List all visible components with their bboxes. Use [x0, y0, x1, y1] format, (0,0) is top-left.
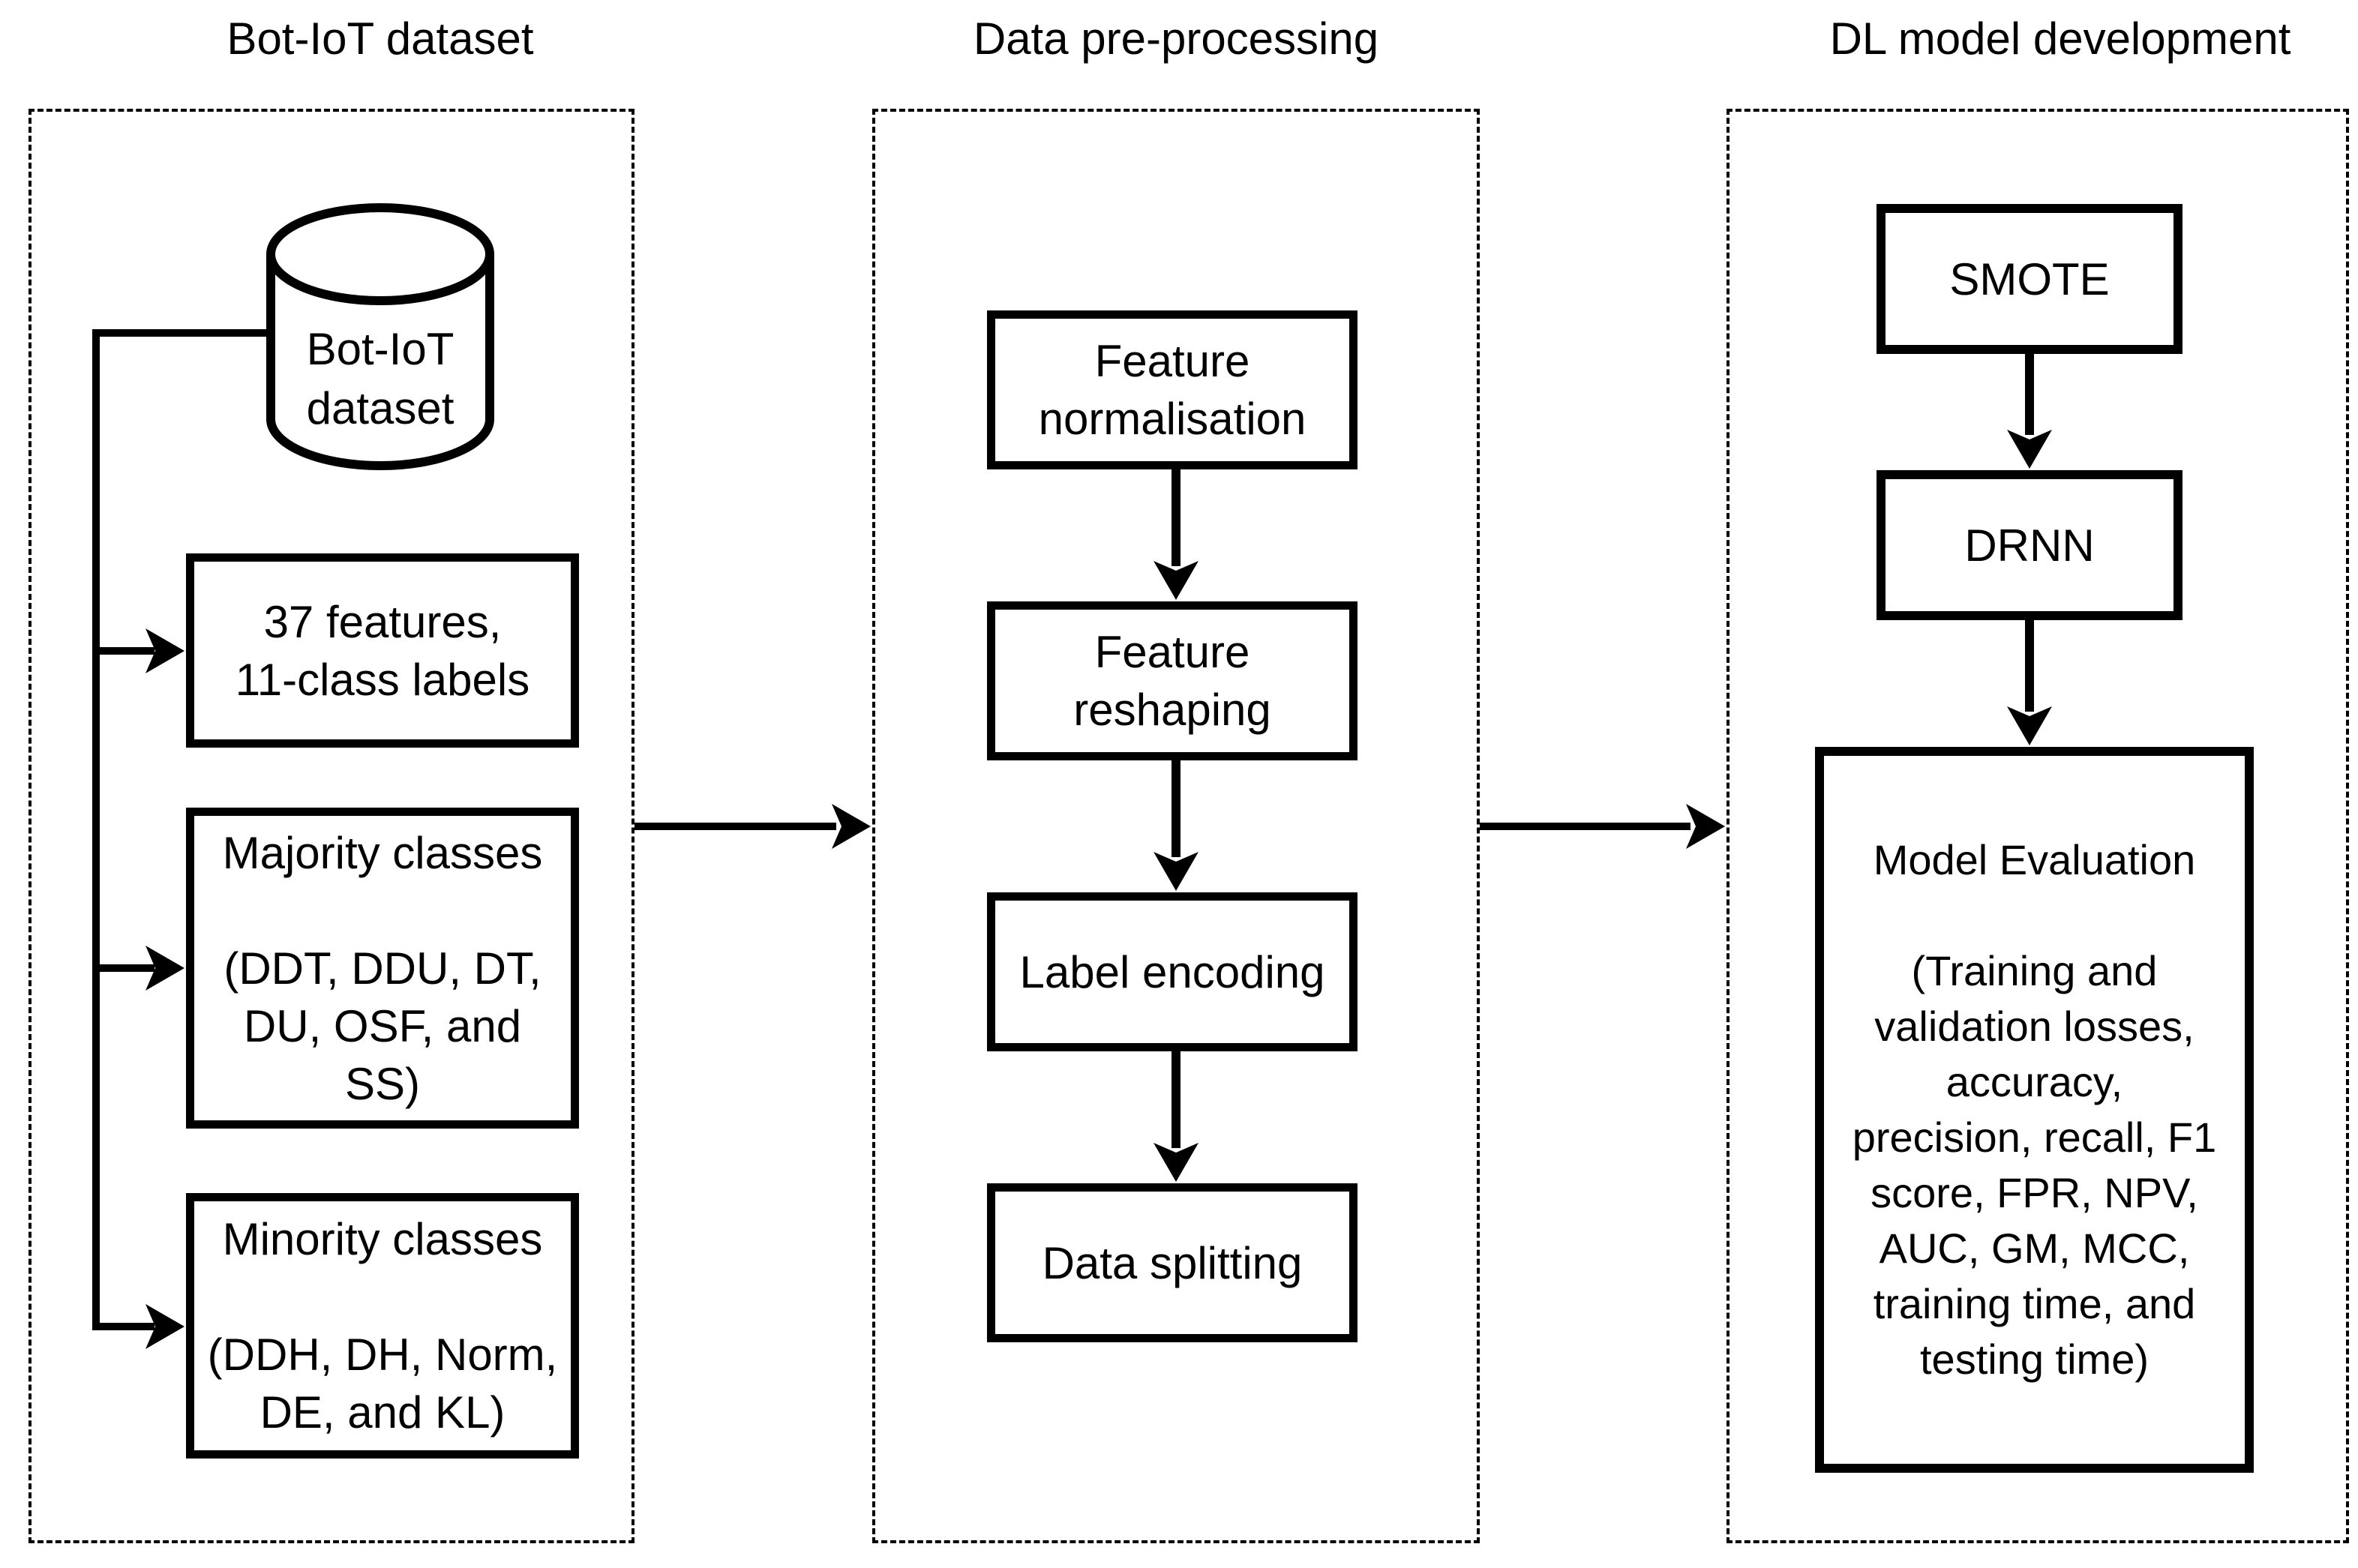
majority-box-title: Majority classes: [222, 827, 543, 878]
majority-box-detail2: DU, OSF, and: [243, 1000, 522, 1051]
majority-box-detail1: (DDT, DDU, DT,: [224, 943, 542, 994]
label-encoding-box: Label encoding: [987, 892, 1358, 1051]
arrowhead-evaluation: [2007, 706, 2052, 745]
database-cylinder-body: [266, 254, 494, 470]
drnn-label: DRNN: [1964, 520, 2095, 571]
arrowhead-minority: [146, 1304, 184, 1349]
model-evaluation-line7: training time, and: [1873, 1280, 2196, 1327]
stage-container-dataset: [28, 109, 634, 1543]
model-evaluation-line8: testing time): [1920, 1336, 2149, 1383]
drnn-box: DRNN: [1876, 470, 2182, 620]
column-title-dataset: Bot-IoT dataset: [226, 13, 534, 64]
data-splitting-box: Data splitting: [987, 1183, 1358, 1342]
arrowhead-reshaping: [1154, 561, 1198, 600]
model-evaluation-line1: (Training and: [1911, 947, 2158, 994]
smote-box: SMOTE: [1876, 204, 2182, 354]
stage-container-model: [1726, 109, 2349, 1543]
model-evaluation-line6: AUC, GM, MCC,: [1879, 1225, 2190, 1272]
feature-normalisation-line1: Feature: [1094, 336, 1250, 386]
feature-normalisation-box: Feature normalisation: [987, 310, 1358, 469]
cylinder-label-line2: dataset: [306, 383, 454, 433]
column-title-preprocessing: Data pre-processing: [973, 13, 1379, 64]
column-title-model: DL model development: [1829, 13, 2291, 64]
model-evaluation-title: Model Evaluation: [1873, 836, 2196, 883]
feature-reshaping-line2: reshaping: [1073, 685, 1271, 735]
majority-box-detail3: SS): [344, 1058, 421, 1109]
features-box: 37 features, 11-class labels: [186, 553, 579, 748]
model-evaluation-line4: precision, recall, F1: [1852, 1114, 2217, 1161]
database-cylinder-top: [266, 203, 494, 305]
minority-classes-box: Minority classes (DDH, DH, Norm, DE, and…: [186, 1193, 579, 1459]
arrowhead-to-model: [1686, 804, 1725, 849]
smote-label: SMOTE: [1949, 253, 2110, 304]
arrowhead-features: [146, 628, 184, 673]
label-encoding-line1: Label encoding: [1019, 946, 1325, 997]
arrowhead-drnn: [2007, 430, 2052, 469]
minority-box-title: Minority classes: [222, 1214, 543, 1264]
model-evaluation-line5: score, FPR, NPV,: [1870, 1169, 2198, 1216]
arrowhead-splitting: [1154, 1143, 1198, 1182]
arrowhead-majority: [146, 946, 184, 991]
arrowhead-encoding: [1154, 852, 1198, 891]
model-evaluation-line2: validation losses,: [1874, 1003, 2194, 1050]
elbow-line: [92, 329, 266, 1327]
minority-box-detail1: (DDH, DH, Norm,: [207, 1330, 558, 1380]
cylinder-label-line1: Bot-IoT: [306, 324, 454, 374]
arrowhead-to-preprocessing: [832, 804, 871, 849]
feature-reshaping-line1: Feature: [1094, 627, 1250, 677]
data-splitting-line1: Data splitting: [1042, 1237, 1303, 1288]
feature-reshaping-box: Feature reshaping: [987, 601, 1358, 760]
majority-classes-box: Majority classes (DDT, DDU, DT, DU, OSF,…: [186, 808, 579, 1129]
feature-normalisation-line2: normalisation: [1038, 394, 1306, 444]
features-box-line2: 11-class labels: [235, 654, 530, 705]
model-evaluation-box: Model Evaluation (Training and validatio…: [1815, 747, 2254, 1473]
stage-container-preprocessing: [872, 109, 1480, 1543]
features-box-line1: 37 features,: [263, 596, 502, 647]
model-evaluation-line3: accuracy,: [1946, 1058, 2123, 1105]
minority-box-detail2: DE, and KL): [260, 1387, 506, 1438]
